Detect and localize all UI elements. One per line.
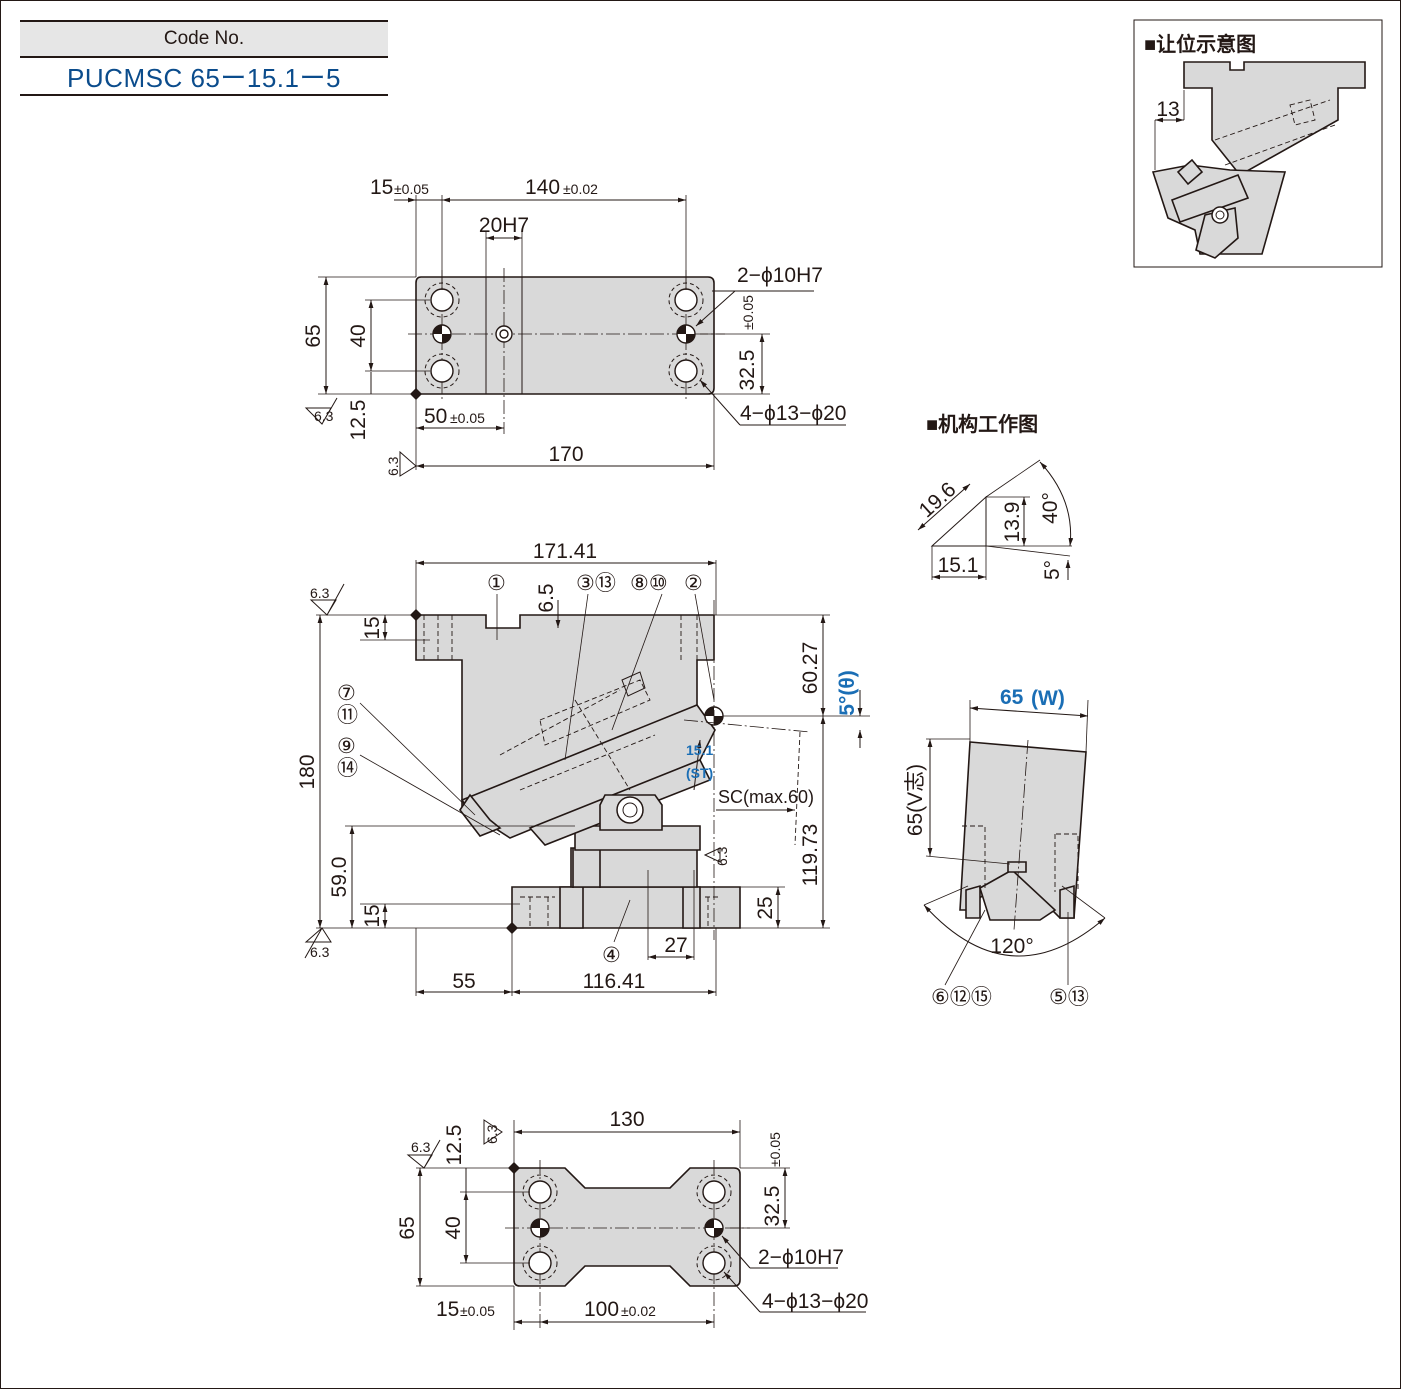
part-11: ⑪	[337, 704, 358, 727]
front-angle: 5°(θ)	[836, 670, 859, 715]
mech-a1: 40°	[1039, 492, 1062, 524]
front-off-27: 27	[664, 934, 687, 957]
side-part-b: ⑤⑬	[1049, 986, 1089, 1009]
side-angle: 120°	[990, 935, 1033, 958]
top-pin-holes: 2−ϕ10H7	[737, 264, 823, 287]
top-pin-v-tol: ±0.05	[740, 295, 756, 330]
front-w-55: 55	[452, 970, 475, 993]
code-label: Code No.	[20, 20, 388, 58]
front-h-total: 180	[296, 754, 319, 789]
bottom-height: 65	[396, 1216, 419, 1239]
bottom-pitch-main: 100	[584, 1298, 619, 1321]
front-sc: SC(max.60)	[718, 787, 814, 807]
code-value: PUCMSC 65ー15.1ー5	[20, 58, 388, 96]
front-stroke: 15.1	[686, 742, 713, 758]
mech-d3: 15.1	[938, 554, 979, 577]
part-8-10: ⑧⑩	[630, 572, 668, 595]
bottom-hole-pitch: 40	[442, 1216, 465, 1239]
side-part-a: ⑥⑫⑮	[931, 986, 992, 1009]
front-base-h: 25	[754, 896, 777, 919]
part-4: ④	[602, 944, 621, 967]
bottom-pitch-left-tol: ±0.05	[460, 1303, 495, 1319]
top-width: 170	[548, 443, 583, 466]
front-rough-3: 6.3	[310, 944, 330, 960]
bottom-holes	[522, 1174, 732, 1281]
bottom-rough-1: 6.3	[411, 1139, 431, 1155]
top-pitch-left: 15	[370, 176, 393, 199]
bottom-cb-holes: 4−ϕ13−ϕ20	[762, 1290, 868, 1313]
top-pitch-left-tol: ±0.05	[394, 181, 429, 197]
front-view: 171.41 15 6.5 180 60.27 119.73 5°(θ) 15.…	[296, 540, 870, 996]
bottom-rough-2: 6.3	[484, 1124, 500, 1144]
top-height: 65	[302, 324, 325, 347]
inset-dim: 13	[1156, 98, 1179, 121]
inset-title: ■让位示意图	[1144, 34, 1257, 56]
side-view: 65 (W) 65(V志) 120° ⑥⑫⑮ ⑤⑬	[904, 686, 1106, 1009]
mech-d2: 13.9	[1001, 502, 1024, 543]
code-number-box: Code No. PUCMSC 65ー15.1ー5	[20, 20, 388, 96]
front-stroke-label: (ST)	[686, 765, 713, 781]
front-w-base: 116.41	[583, 970, 646, 993]
bottom-pin-v: 32.5	[761, 1186, 784, 1227]
front-width: 171.41	[533, 540, 597, 563]
top-pin-v: 32.5	[736, 350, 759, 391]
bottom-width: 130	[609, 1108, 644, 1131]
part-7: ⑦	[337, 682, 356, 705]
top-rough-2: 6.3	[385, 456, 401, 476]
bottom-edge: 12.5	[443, 1125, 466, 1166]
bottom-view: 130 12.5 65 40 32.5 ±0.05 2−ϕ10H7 4−ϕ13−…	[396, 1108, 868, 1330]
top-pitch-main-tol: ±0.02	[563, 181, 598, 197]
front-base-thk: 15	[361, 904, 384, 927]
top-pin-pitch: 50	[424, 405, 447, 428]
top-slot: 20H7	[479, 214, 529, 237]
pin-holes	[432, 324, 696, 344]
top-rough-1: 6.3	[314, 408, 334, 424]
front-h-upper: 60.27	[799, 642, 822, 695]
side-width-tag: (W)	[1031, 687, 1065, 710]
front-h-lower: 119.73	[799, 824, 822, 887]
side-height: 65(V志)	[904, 764, 927, 836]
bottom-pitch-left: 15	[436, 1298, 459, 1321]
inset-clearance: 13	[1133, 19, 1383, 268]
top-pitch-main: 140	[525, 176, 560, 199]
bottom-pin-holes: 2−ϕ10H7	[758, 1246, 844, 1269]
part-14: ⑭	[337, 757, 358, 780]
part-1: ①	[487, 572, 506, 595]
front-rough-2: 6.3	[310, 585, 330, 601]
mechanism-title: ■机构工作图	[926, 414, 1039, 436]
front-top-thk: 15	[361, 616, 384, 639]
part-2: ②	[684, 572, 703, 595]
top-hole-pitch: 40	[347, 324, 370, 347]
counterbore-holes	[424, 282, 704, 389]
mech-a2: 5°	[1041, 560, 1064, 580]
side-width: 65	[1000, 686, 1024, 709]
top-cb-holes: 4−ϕ13−ϕ20	[740, 402, 846, 425]
part-3-13: ③⑬	[576, 572, 616, 595]
top-pin-pitch-tol: ±0.05	[450, 410, 485, 426]
top-edge: 12.5	[347, 400, 370, 441]
front-rough-1: 6.3	[714, 846, 730, 866]
mech-d1: 19.6	[915, 478, 961, 522]
bottom-pitch-main-tol: ±0.02	[621, 1303, 656, 1319]
front-h-59: 59.0	[328, 857, 351, 898]
bottom-pin-v-tol: ±0.05	[767, 1132, 783, 1167]
top-view: 15 ±0.05 140 ±0.02 20H7 2−ϕ10H7 4−ϕ13−ϕ2…	[302, 176, 846, 477]
mechanism-diagram: 15.1 13.9 19.6 40° 5°	[915, 459, 1074, 580]
front-slot: 6.5	[535, 583, 558, 612]
part-9: ⑨	[337, 735, 356, 758]
